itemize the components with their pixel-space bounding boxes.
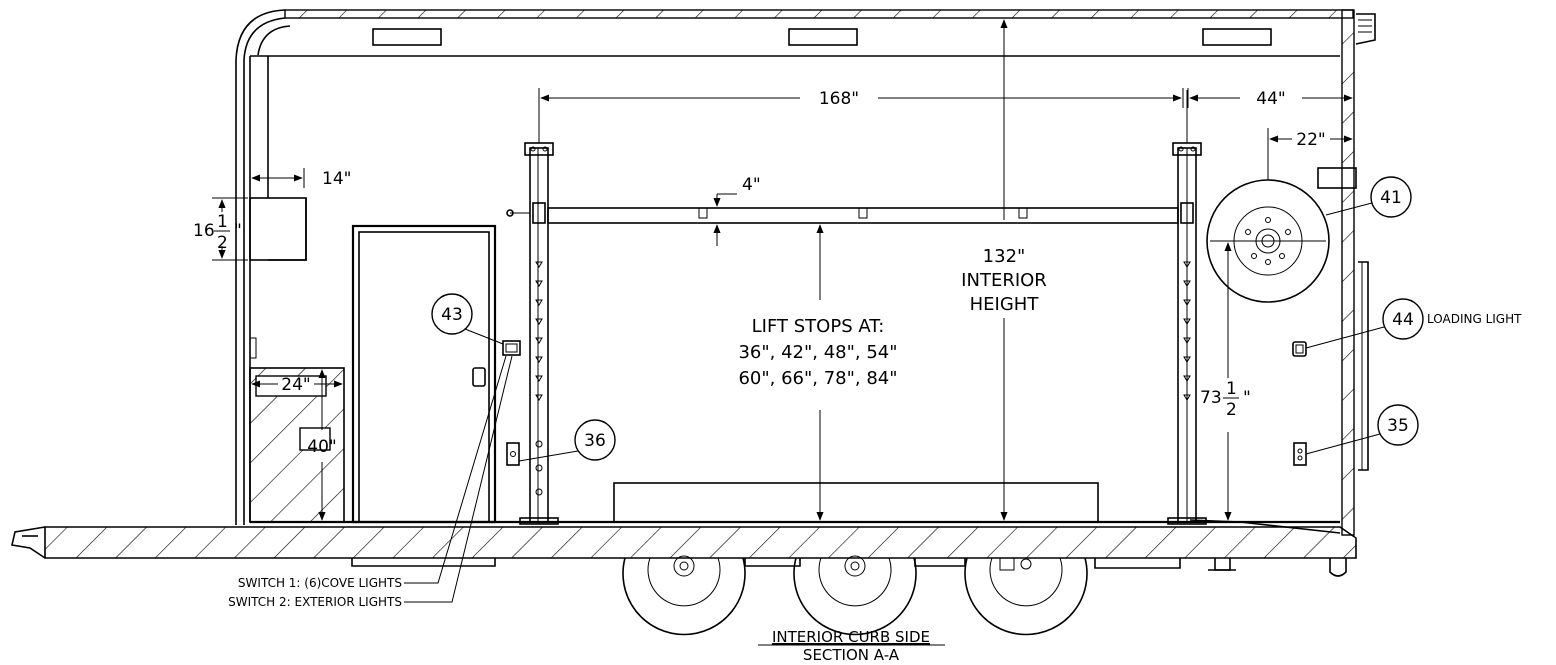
lift-stop-hole: [1183, 356, 1191, 363]
dimension-16-whole: 16: [193, 221, 215, 241]
dimension-24: 24": [251, 375, 343, 395]
dimension-73-inch: ": [1243, 388, 1251, 408]
dimension-44: 44": [1187, 88, 1355, 109]
callout-43: 43: [431, 293, 504, 345]
dimension-73-whole: 73: [1200, 388, 1222, 408]
dimension-16-num: 1: [217, 212, 228, 232]
callout-35-label: 35: [1387, 416, 1409, 436]
dimension-40-label: 40": [307, 437, 336, 457]
lift-stops-line-3: 60", 66", 78", 84": [738, 368, 897, 389]
lift-post-left: [506, 100, 559, 525]
lift-post-bolt: [535, 488, 543, 496]
lift-stop-hole: [535, 337, 543, 344]
lift-stop-hole: [535, 299, 543, 306]
lift-stop-hole: [1183, 337, 1191, 344]
wheel-2: [793, 555, 917, 636]
lift-post-bolt: [535, 440, 543, 448]
spare-tire: [1206, 179, 1330, 303]
dimension-16-den: 2: [217, 233, 228, 253]
dimension-168: 168": [538, 88, 1184, 109]
lift-stop-hole: [1183, 318, 1191, 325]
switch-1-leader: [404, 355, 507, 584]
dimension-16-inch: ": [234, 221, 242, 241]
lift-stop-hole: [1183, 394, 1191, 401]
dimension-22-label: 22": [1296, 130, 1325, 150]
section-title-line-1: INTERIOR CURB SIDE: [772, 628, 930, 646]
lift-stop-hole: [535, 318, 543, 325]
dimension-73-num: 1: [1226, 379, 1237, 399]
dimension-73-den: 2: [1226, 400, 1237, 420]
dimension-4: 4": [713, 175, 761, 246]
loading-light: [1292, 341, 1307, 357]
lift-post-bolt: [535, 464, 543, 472]
dimension-16-half: 16 1 2 ": [193, 197, 248, 261]
lift-stop-hole: [535, 280, 543, 287]
callout-35: 35: [1305, 404, 1419, 455]
callout-36-label: 36: [584, 431, 606, 451]
dimension-40: 40": [307, 369, 337, 521]
callout-44-label: 44: [1392, 310, 1414, 330]
outlet-35: [1293, 442, 1307, 466]
callout-44: 44: [1305, 298, 1424, 349]
lift-post-right: [1167, 90, 1207, 525]
trailer-floor: [11, 519, 1357, 577]
lift-stop-hole: [1183, 299, 1191, 306]
callout-36: 36: [518, 419, 616, 462]
interior-height-line-1: 132": [983, 246, 1026, 267]
switch-2-label: SWITCH 2: EXTERIOR LIGHTS: [228, 595, 402, 609]
interior-height-line-3: HEIGHT: [970, 294, 1040, 315]
lift-stop-hole: [1183, 280, 1191, 287]
lift-stop-hole: [535, 375, 543, 382]
dimension-14-label: 14": [322, 169, 351, 189]
front-cabinet: [249, 367, 345, 523]
interior-height-line-2: INTERIOR: [961, 270, 1047, 291]
callout-41-label: 41: [1380, 188, 1402, 208]
lift-stop-holes: [535, 261, 1191, 496]
dimension-4-label: 4": [742, 175, 761, 195]
lift-stop-hole: [535, 261, 543, 268]
lift-stops-line-1: LIFT STOPS AT:: [752, 316, 885, 337]
callout-41: 41: [1325, 176, 1412, 218]
lift-stop-hole: [535, 356, 543, 363]
floor-box: [613, 482, 1099, 523]
outlet-36: [506, 442, 520, 466]
dimension-44-label: 44": [1256, 89, 1285, 109]
lift-stop-hole: [535, 394, 543, 401]
dimension-14: 14": [251, 168, 351, 189]
front-window: [249, 197, 307, 359]
dimension-168-label: 168": [819, 89, 859, 109]
lift-beam: [532, 202, 1194, 224]
section-title-line-2: SECTION A-A: [803, 646, 900, 664]
axle-wheels: [622, 555, 1088, 636]
wheel-1: [622, 555, 746, 636]
dimension-73-half: 73 1 2 ": [1200, 242, 1251, 521]
loading-light-label: LOADING LIGHT: [1427, 312, 1522, 326]
trailer-shell: [235, 9, 1376, 536]
switch-box: [502, 340, 521, 356]
switch-2-leader: [404, 355, 513, 603]
wheel-3: [964, 557, 1088, 636]
dimension-22: 22": [1267, 128, 1353, 180]
entry-door: [351, 224, 497, 524]
lift-stop-hole: [1183, 261, 1191, 268]
dimension-24-label: 24": [281, 375, 310, 395]
callout-43-label: 43: [441, 305, 463, 325]
lift-stops-line-2: 36", 42", 48", 54": [738, 342, 897, 363]
lift-stop-hole: [1183, 375, 1191, 382]
switch-1-label: SWITCH 1: (6)COVE LIGHTS: [238, 576, 402, 590]
